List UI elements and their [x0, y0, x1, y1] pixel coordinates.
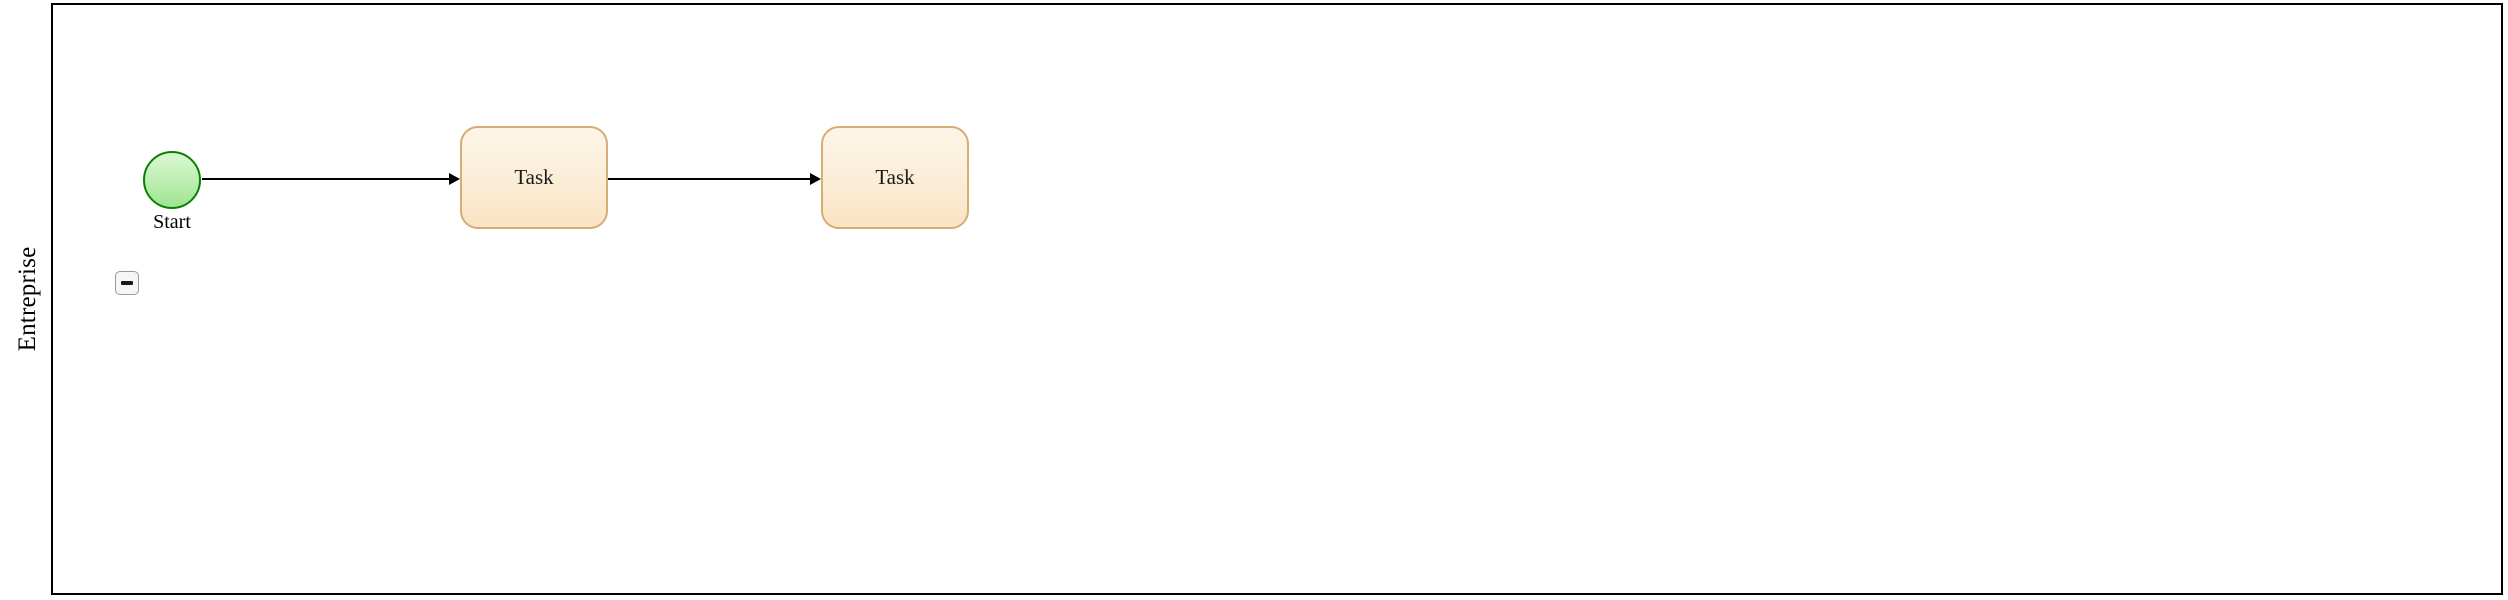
sequence-flow-start-to-task1[interactable]: [202, 178, 452, 180]
collapse-toggle-button[interactable]: [115, 271, 139, 295]
lane-body: Start Task Task: [53, 3, 2503, 595]
lane-title-label: Entreprise: [14, 246, 41, 352]
arrowhead-icon: [810, 173, 821, 185]
lane-header[interactable]: Entreprise: [5, 3, 53, 595]
task-node-1[interactable]: Task: [460, 126, 608, 229]
arrowhead-icon: [449, 173, 460, 185]
sequence-flow-task1-to-task2[interactable]: [608, 178, 814, 180]
start-event-label: Start: [153, 211, 191, 233]
task-node-1-label: Task: [514, 164, 554, 189]
task-node-2[interactable]: Task: [821, 126, 969, 229]
start-event-node[interactable]: [143, 151, 201, 209]
task-node-2-label: Task: [875, 164, 915, 189]
minus-icon: [121, 281, 133, 285]
pool-container[interactable]: [5, 3, 2503, 595]
